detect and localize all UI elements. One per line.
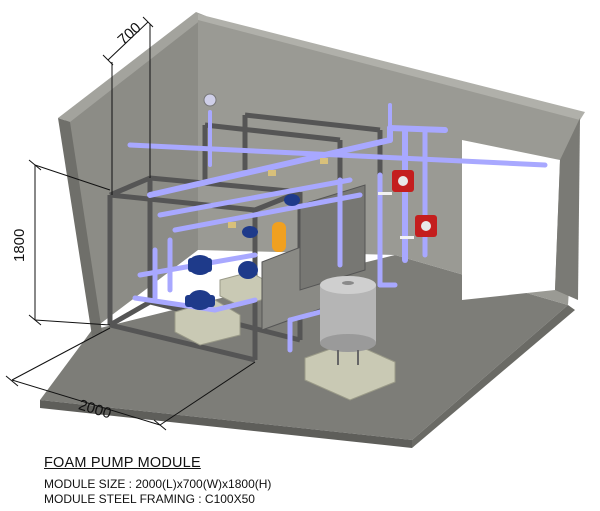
pump-4 [284, 194, 300, 206]
pump-2 [188, 255, 212, 275]
pressure-gauge [203, 93, 217, 107]
dimension-height-label: 1800 [11, 229, 28, 262]
deluge-valve-upper [378, 170, 414, 195]
module-size-text: MODULE SIZE : 2000(L)x700(W)x1800(H) [44, 477, 272, 491]
dimension-depth-label: 700 [115, 19, 145, 48]
floor-slab-edge [40, 400, 412, 448]
pump-1 [185, 290, 215, 310]
orange-vessel [272, 222, 286, 252]
deluge-valve-lower [400, 215, 437, 239]
pump-3 [238, 261, 258, 279]
wall-opening [462, 140, 560, 300]
right-wall-end [555, 118, 580, 300]
floor-slab-edge-right [412, 305, 575, 448]
dimension-lines [5, 16, 256, 431]
floor-slab [40, 255, 568, 440]
left-wall-front [58, 118, 102, 336]
pump-5 [242, 226, 258, 238]
control-panel-face [299, 184, 366, 291]
module-title: FOAM PUMP MODULE [44, 455, 201, 471]
back-wall-left-top [58, 12, 206, 122]
back-wall-right-top [198, 14, 585, 120]
foam-tank [320, 276, 376, 365]
module-framing-text: MODULE STEEL FRAMING : C100X50 [44, 492, 255, 506]
